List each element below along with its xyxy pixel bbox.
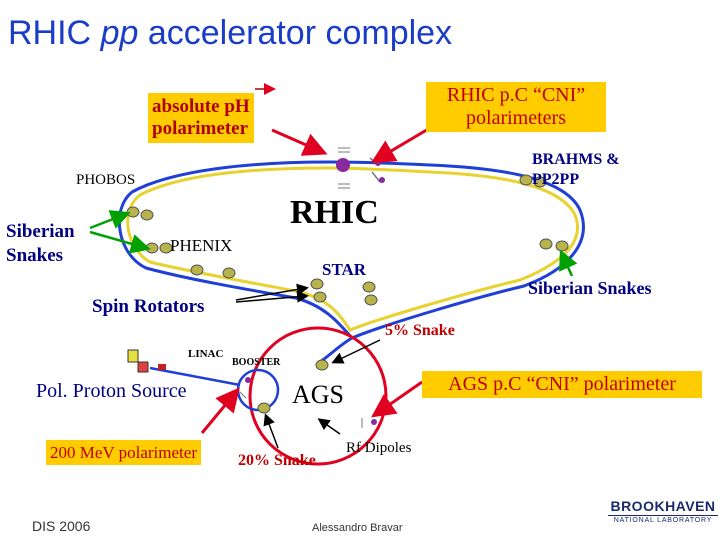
booster-label: BOOSTER: [232, 357, 281, 368]
rotator-icon-4: [313, 291, 327, 303]
snake-icon-left-3: [145, 242, 159, 254]
mev200-polarimeter-callout: 200 MeV polarimeter: [46, 440, 201, 465]
siberian-snakes-left-label: Siberian Snakes: [6, 221, 75, 266]
booster-ring: [236, 368, 280, 412]
ags-20pct-snake-icon: [257, 402, 271, 414]
snake-20pct-label: 20% Snake: [238, 452, 316, 469]
rotator-icon-2: [222, 267, 236, 279]
arrow-siberian-right: [559, 249, 578, 277]
logo-line1: BROOKHAVEN: [610, 498, 716, 514]
booster-target-icon: [239, 377, 251, 399]
title-italic: pp: [100, 14, 139, 52]
brahms-label: BRAHMS & PP2PP: [532, 151, 620, 188]
transfer-line: [319, 336, 353, 364]
rhic-ring-yellow: [126, 166, 580, 332]
footer-conference: DIS 2006: [32, 518, 91, 534]
snake-icon-right-3: [519, 174, 533, 186]
cni-polarimeters-callout: RHIC p.C “CNI” polarimeters: [426, 82, 606, 132]
linac-label: LINAC: [188, 348, 224, 360]
arrow-20pct-snake: [263, 413, 279, 449]
rotator-icon-3: [310, 278, 324, 290]
brookhaven-logo: BROOKHAVEN NATIONAL LABORATORY: [608, 498, 718, 524]
arrow-5pct-snake: [331, 339, 381, 364]
footer-author: Alessandro Bravar: [312, 522, 403, 534]
absolute-polarimeter-callout: absolute pH polarimeter: [148, 93, 254, 143]
arrow-spin-rotators-1: [235, 283, 309, 301]
arrow-200mev: [200, 387, 240, 434]
arrow-spin-rotators-2: [235, 290, 309, 303]
star-label: STAR: [322, 260, 367, 279]
rotator-icon-1: [190, 264, 204, 276]
arrow-rf-dipoles: [317, 418, 341, 435]
siberian-snakes-right-label: Siberian Snakes: [528, 278, 652, 298]
arrow-abs-polarimeter: [271, 128, 328, 156]
arrow-ags-cni: [371, 380, 423, 418]
arrow-cni: [370, 126, 431, 164]
arrow-siberian-left-1: [89, 210, 131, 230]
logo-line2: NATIONAL LABORATORY: [608, 515, 718, 524]
snake-icon-right-2: [555, 240, 569, 252]
rhic-label: RHIC: [290, 194, 379, 231]
ags-cni-callout: AGS p.C “CNI” polarimeter: [422, 371, 702, 398]
snake-icon-left-1: [126, 206, 140, 218]
rotator-icon-6: [364, 294, 378, 306]
rotator-icon-5: [362, 281, 376, 293]
source-icon: [127, 349, 166, 373]
spin-rotators-label: Spin Rotators: [92, 296, 205, 317]
ags-polarimeter-target-icon: [361, 418, 377, 428]
arrow-siberian-left-2: [89, 230, 151, 254]
ags-label: AGS: [292, 380, 345, 409]
snake-icon-right-1: [539, 238, 553, 250]
ags-snake-icon: [315, 359, 329, 371]
linac-line: [149, 366, 241, 387]
snake-icon-left-2: [140, 209, 154, 221]
slide-title: RHIC pp accelerator complex: [8, 14, 453, 52]
snake-5pct-label: 5% Snake: [385, 322, 455, 339]
snake-icon-left-4: [159, 242, 173, 254]
snake-icon-right-4: [533, 176, 547, 188]
phobos-label: PHOBOS: [76, 172, 136, 188]
phenix-label: PHENIX: [170, 236, 233, 255]
rf-dipoles-label: Rf Dipoles: [346, 440, 412, 456]
pol-proton-source-label: Pol. Proton Source: [36, 380, 187, 402]
